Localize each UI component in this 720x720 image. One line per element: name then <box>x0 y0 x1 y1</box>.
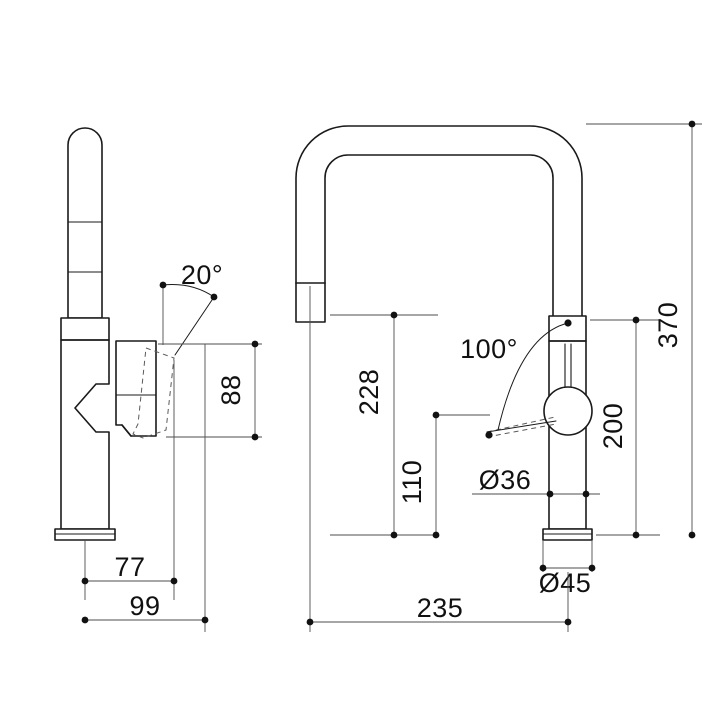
dim-angle-100: 100° <box>460 319 572 439</box>
dim-370: 370 <box>586 120 702 539</box>
dim-dia36-dot-right <box>582 490 590 498</box>
dim-label-110: 110 <box>397 460 427 505</box>
front-spout-outlet <box>295 282 326 323</box>
front-spout-inner <box>324 154 554 317</box>
dim-77-dot-right <box>170 577 178 585</box>
dim-110-dot-bottom <box>432 531 440 539</box>
dim-228: 228 <box>330 311 438 539</box>
dim-235-dot-right <box>564 618 572 626</box>
angle-20-dot-start <box>159 281 167 289</box>
dim-label-dia-36: Ø36 <box>479 465 532 495</box>
angle-20-arc <box>162 284 215 298</box>
side-body-column <box>60 339 110 530</box>
front-spout-outer <box>295 125 583 317</box>
angle-100-dot-bottom <box>485 431 493 439</box>
dim-235-dot-left <box>306 618 314 626</box>
angle-100-dot-top <box>564 319 572 327</box>
front-view-group: 100° Ø36 Ø45 <box>295 120 702 632</box>
dim-200: 200 <box>590 316 660 539</box>
dim-228-dot-top <box>390 311 398 319</box>
front-lever-rotated-axis <box>486 420 557 433</box>
dim-dia45-dot-right <box>588 564 596 572</box>
dim-110: 110 <box>397 411 490 539</box>
side-lever-notch <box>121 424 132 437</box>
angle-20-leader <box>174 296 215 356</box>
side-lever-handle <box>115 340 157 437</box>
front-lever-ball <box>543 386 593 436</box>
dim-angle-20: 20° <box>159 260 223 356</box>
dim-88: 88 <box>158 340 262 441</box>
dim-label-angle-20: 20° <box>181 260 223 290</box>
dim-99-dot-right <box>201 616 209 624</box>
dim-dia-36: Ø36 <box>472 465 600 498</box>
dim-dia36-dot-left <box>546 490 554 498</box>
dim-110-dot-top <box>432 411 440 419</box>
dim-99: 99 <box>81 344 209 632</box>
dim-label-228: 228 <box>354 369 384 416</box>
dim-dia-45: Ø45 <box>539 540 596 598</box>
dim-200-dot-top <box>632 316 640 324</box>
dim-dia45-dot-left <box>539 564 547 572</box>
dim-label-angle-100: 100° <box>460 334 518 364</box>
dim-label-77: 77 <box>114 552 145 582</box>
dim-label-99: 99 <box>129 591 160 621</box>
dim-77-dot-left <box>81 577 89 585</box>
dim-99-dot-left <box>81 616 89 624</box>
front-lever-rotated-bottom <box>486 423 557 438</box>
side-view-group: 20° 88 77 <box>54 127 262 632</box>
side-spout-column <box>67 127 103 319</box>
angle-100-arc <box>497 322 569 431</box>
dim-label-200: 200 <box>598 403 628 450</box>
dim-88-dot-top <box>251 340 259 348</box>
dim-370-dot-top <box>688 120 696 128</box>
dim-88-dot-bottom <box>251 433 259 441</box>
dim-label-235: 235 <box>417 593 464 623</box>
side-lever-rotated-outline <box>132 347 175 439</box>
dim-label-370: 370 <box>653 302 683 349</box>
dim-370-dot-bottom <box>688 531 696 539</box>
dim-200-dot-bottom <box>632 531 640 539</box>
dim-label-dia-45: Ø45 <box>539 568 592 598</box>
angle-20-dot-end <box>210 293 218 301</box>
dim-label-88: 88 <box>216 374 246 405</box>
dim-77: 77 <box>81 360 178 600</box>
side-collar <box>60 317 110 341</box>
dim-228-dot-bottom <box>390 531 398 539</box>
dim-235: 235 <box>306 286 572 632</box>
